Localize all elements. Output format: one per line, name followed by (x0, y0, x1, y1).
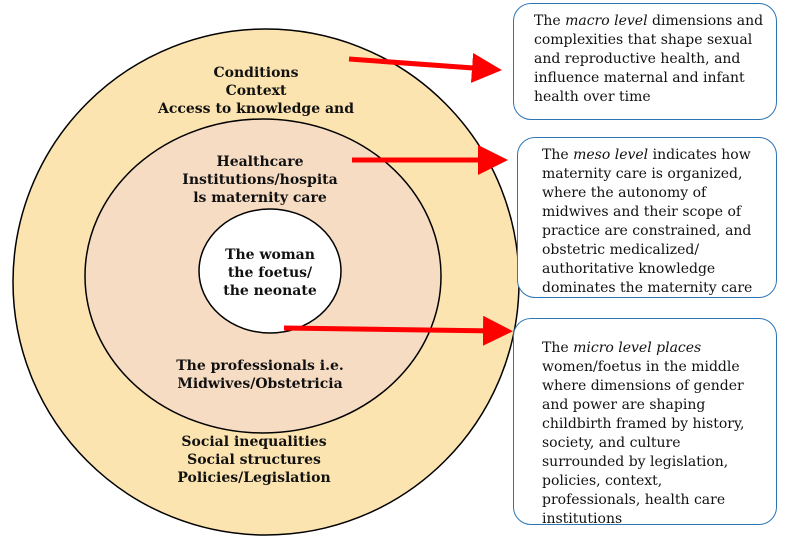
macro-emphasis: macro level (565, 13, 648, 29)
middle-top-line: Institutions/hospita (182, 172, 338, 188)
middle-bottom-line: Midwives/Obstetricia (177, 376, 343, 392)
outer-bottom-line: Social structures (187, 452, 321, 468)
outer-bottom-line: Policies/Legislation (177, 470, 331, 486)
inner-line: the neonate (223, 283, 317, 299)
middle-top-line: Healthcare (216, 154, 304, 170)
inner-circle-text: The woman the foetus/ the neonate (200, 246, 340, 300)
meso-text: indicates how maternity care is organize… (542, 147, 753, 296)
micro-prefix: The (542, 340, 574, 356)
micro-emphasis: micro level places (573, 340, 702, 356)
macro-text: dimensions and complexities that shape s… (534, 13, 764, 105)
middle-top-line: ls maternity care (193, 190, 327, 206)
outer-top-line: Context (225, 83, 287, 99)
middle-bottom-line: The professionals i.e. (176, 358, 344, 374)
middle-ring-top-text: Healthcare Institutions/hospita ls mater… (160, 153, 360, 207)
macro-arrow (348, 52, 502, 83)
macro-prefix: The (534, 13, 566, 29)
meso-level-callout: The meso level indicates how maternity c… (517, 137, 777, 298)
micro-level-callout: The micro level places women/foetus in t… (513, 318, 777, 527)
micro-text: women/foetus in the middle where dimensi… (542, 359, 745, 527)
outer-ring-top-text: Conditions Context Access to knowledge a… (146, 64, 366, 118)
inner-line: The woman (225, 247, 315, 263)
outer-top-line: Access to knowledge and (157, 101, 355, 117)
macro-level-callout: The macro level dimensions and complexit… (513, 3, 777, 120)
inner-circle (198, 208, 342, 334)
outer-bottom-line: Social inequalities (181, 434, 327, 450)
meso-emphasis: meso level (573, 147, 649, 163)
middle-ring-bottom-text: The professionals i.e. Midwives/Obstetri… (150, 357, 370, 393)
inner-line: the foetus/ (227, 265, 313, 281)
outer-ring-bottom-text: Social inequalities Social structures Po… (144, 433, 364, 487)
outer-top-line: Conditions (213, 65, 299, 81)
micro-arrow (283, 315, 513, 346)
meso-prefix: The (542, 147, 574, 163)
